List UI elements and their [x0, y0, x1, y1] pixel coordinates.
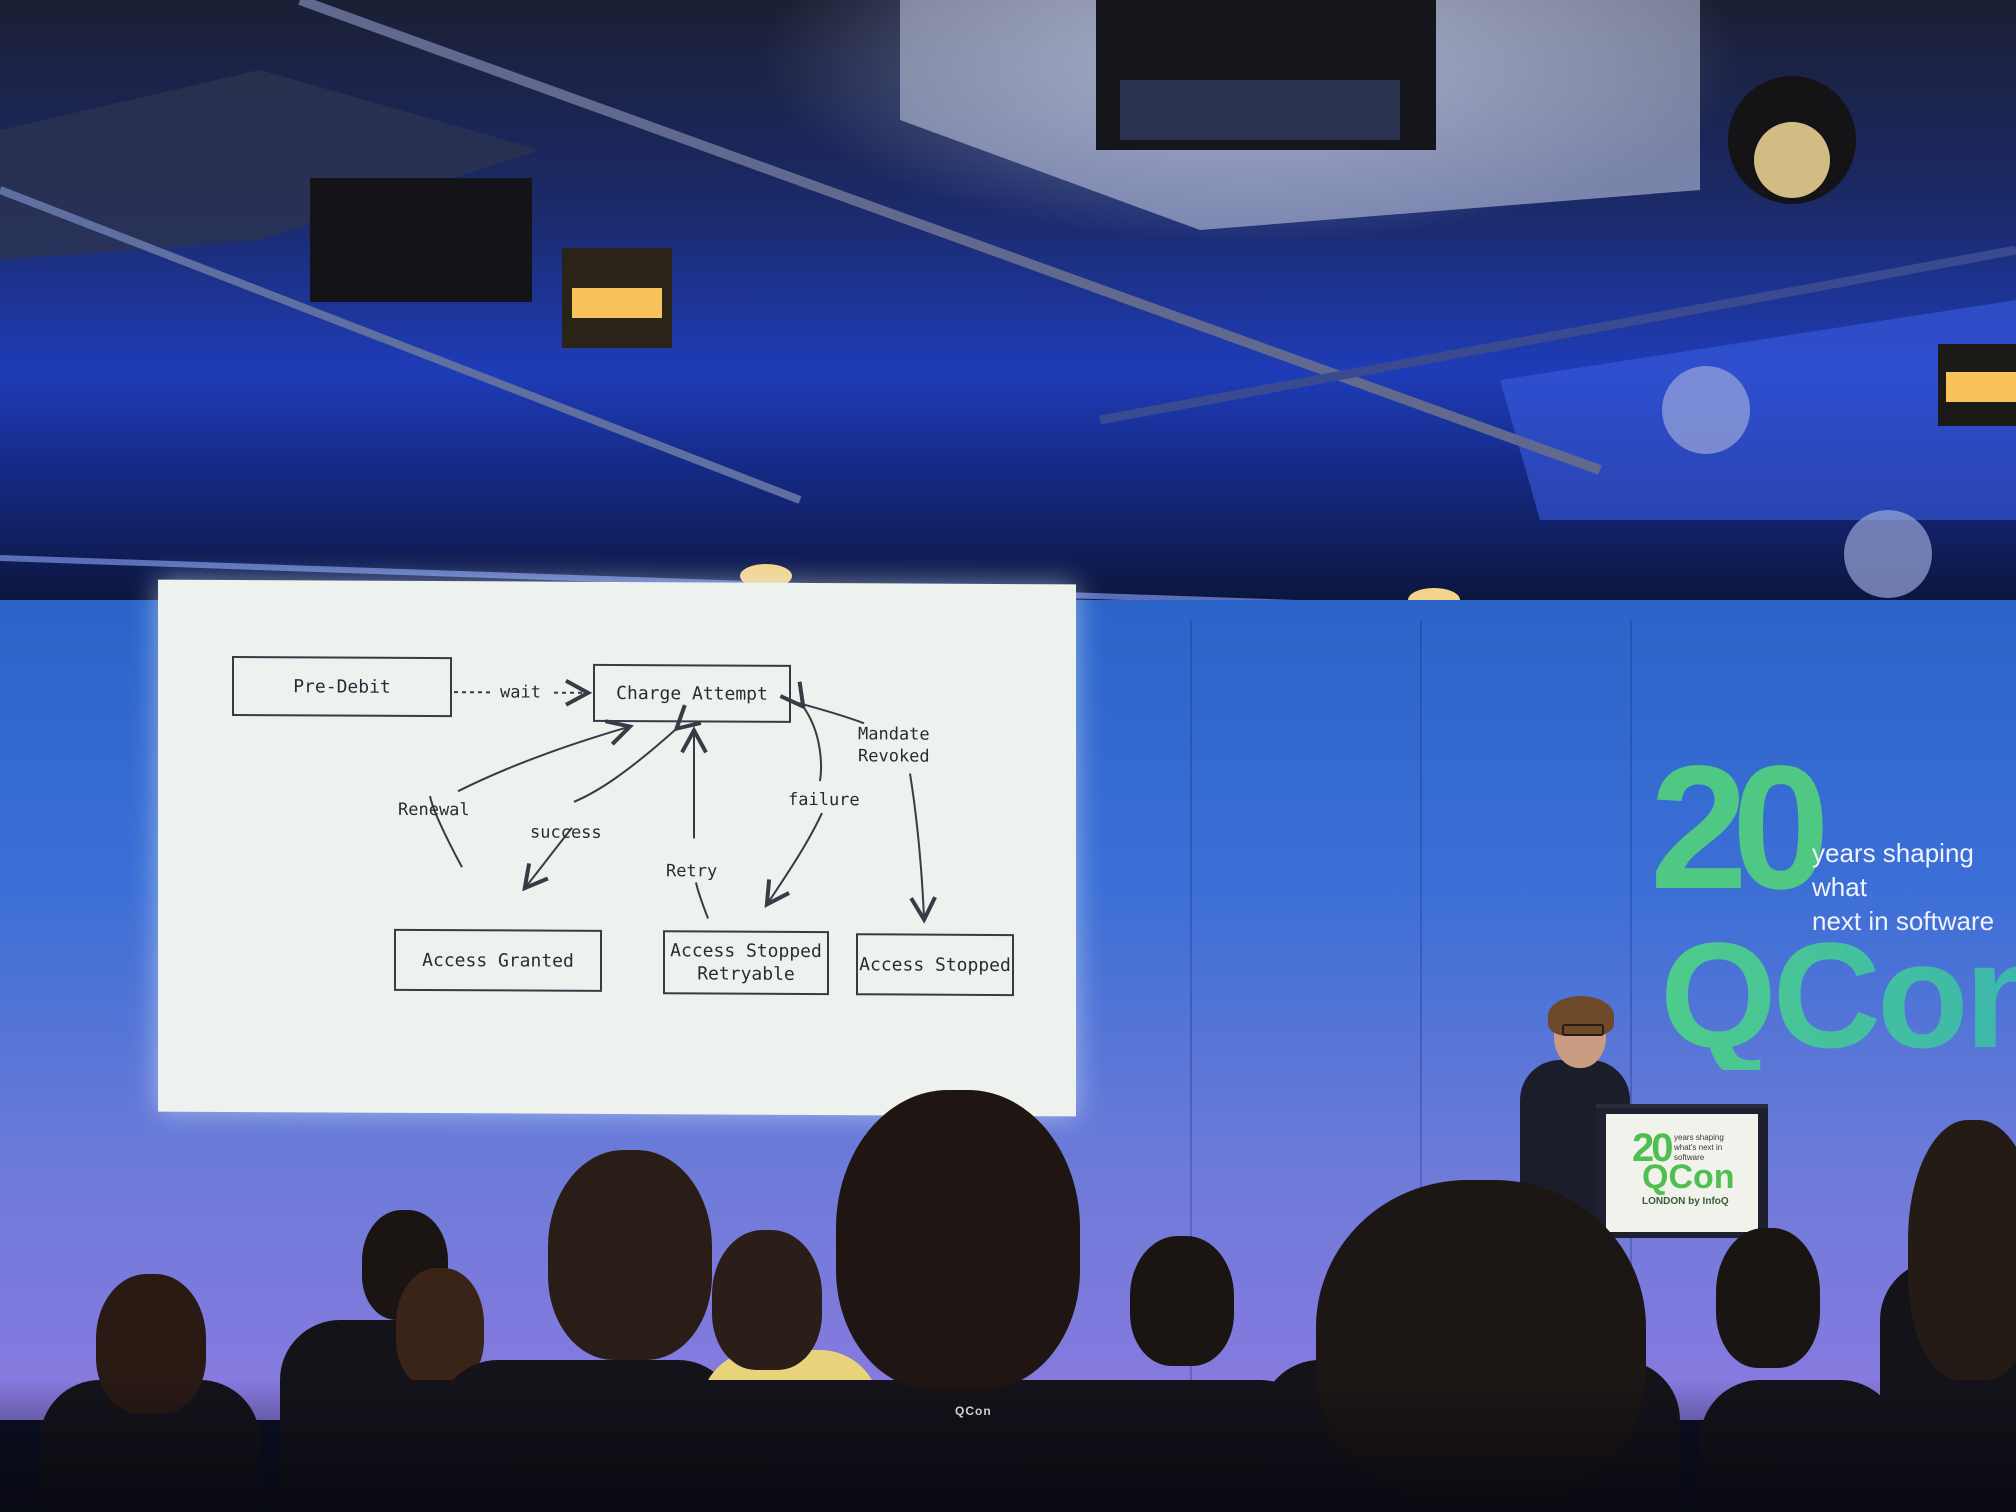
wall-seam: [1190, 620, 1192, 1380]
audience-head: [712, 1230, 822, 1370]
wall-seam: [1630, 620, 1632, 1380]
audience-head: [1130, 1236, 1234, 1366]
audience-head: [548, 1150, 712, 1360]
ceiling-rig: [0, 0, 2016, 600]
audience-head: [1716, 1228, 1820, 1368]
foreground-shadow: [0, 1380, 2016, 1512]
audience-head: [836, 1090, 1080, 1390]
label-renewal: Renewal: [398, 799, 470, 821]
label-wait: wait: [500, 682, 541, 703]
speaker-cabinet: [310, 178, 532, 302]
label-retry: Retry: [666, 861, 718, 882]
ceiling: [0, 0, 2016, 600]
brand-tagline: years shaping what next in software: [1812, 838, 1994, 936]
box-pre-debit: Pre-Debit: [232, 655, 452, 718]
projected-slide: Pre-Debit Charge Attempt Access Granted …: [158, 579, 1076, 1117]
box-access-granted: Access Granted: [394, 928, 602, 992]
podium-tagline: years shaping what's next in software: [1674, 1133, 1724, 1162]
box-access-stopped: Access Stopped: [856, 933, 1014, 997]
podium-qcon-logo: QCon: [1642, 1158, 1735, 1196]
label-mandate-revoked: Mandate Revoked: [858, 724, 930, 767]
wall-seam: [1420, 620, 1422, 1380]
lanyard-branding: QCon: [955, 1404, 992, 1418]
brand-qcon-logo: QCon: [1660, 920, 2016, 1070]
brand-anniversary-number: 20: [1650, 730, 1830, 926]
podium-sign: [1606, 1114, 1758, 1232]
diagram-arrows: [429, 580, 1076, 1117]
speaker-glasses: [1562, 1024, 1604, 1036]
podium-anniversary-number: 20: [1632, 1126, 1673, 1170]
podium-subtitle: LONDON by InfoQ: [1642, 1196, 1729, 1207]
audience-head: [1908, 1120, 2016, 1380]
label-success: success: [530, 822, 602, 843]
label-failure: failure: [788, 789, 860, 811]
box-access-stopped-retryable: Access Stopped Retryable: [663, 930, 829, 996]
box-charge-attempt: Charge Attempt: [593, 663, 791, 723]
